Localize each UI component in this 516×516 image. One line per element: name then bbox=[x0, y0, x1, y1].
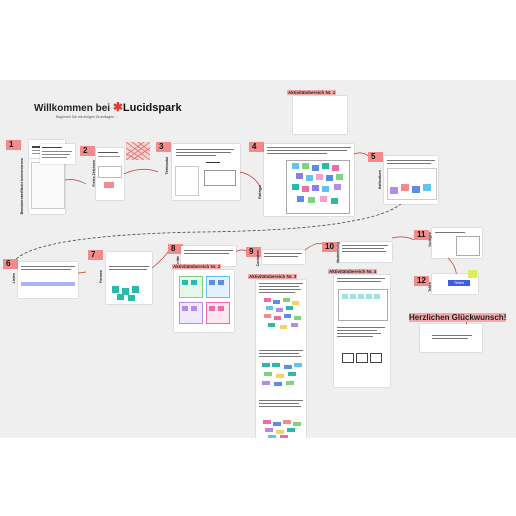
step-number-3: 3 bbox=[156, 142, 171, 152]
step-label-3: Textmodul bbox=[165, 157, 169, 175]
step-number-12: 12 bbox=[414, 276, 429, 286]
brand-name: Lucidspark bbox=[122, 102, 182, 114]
step-11-card[interactable] bbox=[432, 228, 482, 258]
congrats-card bbox=[420, 324, 482, 352]
step-number-11: 11 bbox=[414, 230, 429, 240]
step-number-1: 1 bbox=[6, 140, 21, 150]
lucidspark-logo-icon: ✱ bbox=[112, 100, 123, 114]
step-number-4: 4 bbox=[249, 142, 264, 152]
share-button[interactable]: Teilen bbox=[448, 280, 470, 286]
step-number-10: 10 bbox=[322, 242, 337, 252]
activity-area-1[interactable] bbox=[293, 96, 347, 134]
step-number-5: 5 bbox=[368, 152, 383, 162]
step-2-card[interactable] bbox=[96, 148, 124, 200]
step-1-instructions bbox=[40, 144, 75, 164]
step-label-4: Rahmen bbox=[258, 185, 262, 199]
activity-area-4[interactable] bbox=[334, 275, 390, 387]
board-subtitle: Beginnen Sie mit einigen Grundlagen ... bbox=[56, 115, 118, 119]
step-3-card[interactable] bbox=[172, 144, 240, 200]
step-9-card[interactable] bbox=[262, 250, 305, 264]
step-label-6: Linien bbox=[12, 273, 16, 284]
step-10-card[interactable] bbox=[340, 242, 392, 262]
step-number-7: 7 bbox=[88, 250, 103, 260]
activity-area-4-title: Aktivitätsbereich Nr. 4 bbox=[328, 269, 378, 274]
whiteboard-canvas[interactable]: Willkommen bei ✱Lucidspark Beginnen Sie … bbox=[0, 80, 516, 438]
activity-area-1-title: Aktivitätsbereich Nr. 1 bbox=[287, 90, 337, 95]
activity-area-2-title: Aktivitätsbereich Nr. 2 bbox=[172, 264, 222, 269]
drawing-sample bbox=[126, 142, 150, 160]
activity-area-3[interactable] bbox=[256, 280, 306, 438]
step-number-6: 6 bbox=[3, 259, 18, 269]
title-prefix: Willkommen bei bbox=[34, 103, 111, 114]
step-label-7: Formen bbox=[99, 270, 103, 283]
step-7-card[interactable] bbox=[106, 252, 152, 304]
step-number-8: 8 bbox=[168, 244, 183, 254]
step-number-9: 9 bbox=[246, 247, 261, 257]
step-label-1: Benutzeroberfläche kennenlernen bbox=[20, 158, 24, 215]
step-6-card[interactable] bbox=[18, 262, 78, 298]
step-label-9: Container bbox=[256, 250, 260, 267]
congrats-heading: Herzlichen Glückwunsch! bbox=[409, 313, 507, 322]
step-5-card[interactable] bbox=[384, 156, 438, 204]
step-label-5: Haftnotizen bbox=[378, 170, 382, 190]
step-8-card[interactable] bbox=[181, 246, 236, 266]
step-12-card[interactable]: Teilen bbox=[432, 274, 478, 294]
activity-area-3-title: Aktivitätsbereich Nr. 3 bbox=[248, 274, 298, 279]
step-number-2: 2 bbox=[80, 146, 95, 156]
board-title: Willkommen bei ✱Lucidspark bbox=[34, 100, 182, 114]
